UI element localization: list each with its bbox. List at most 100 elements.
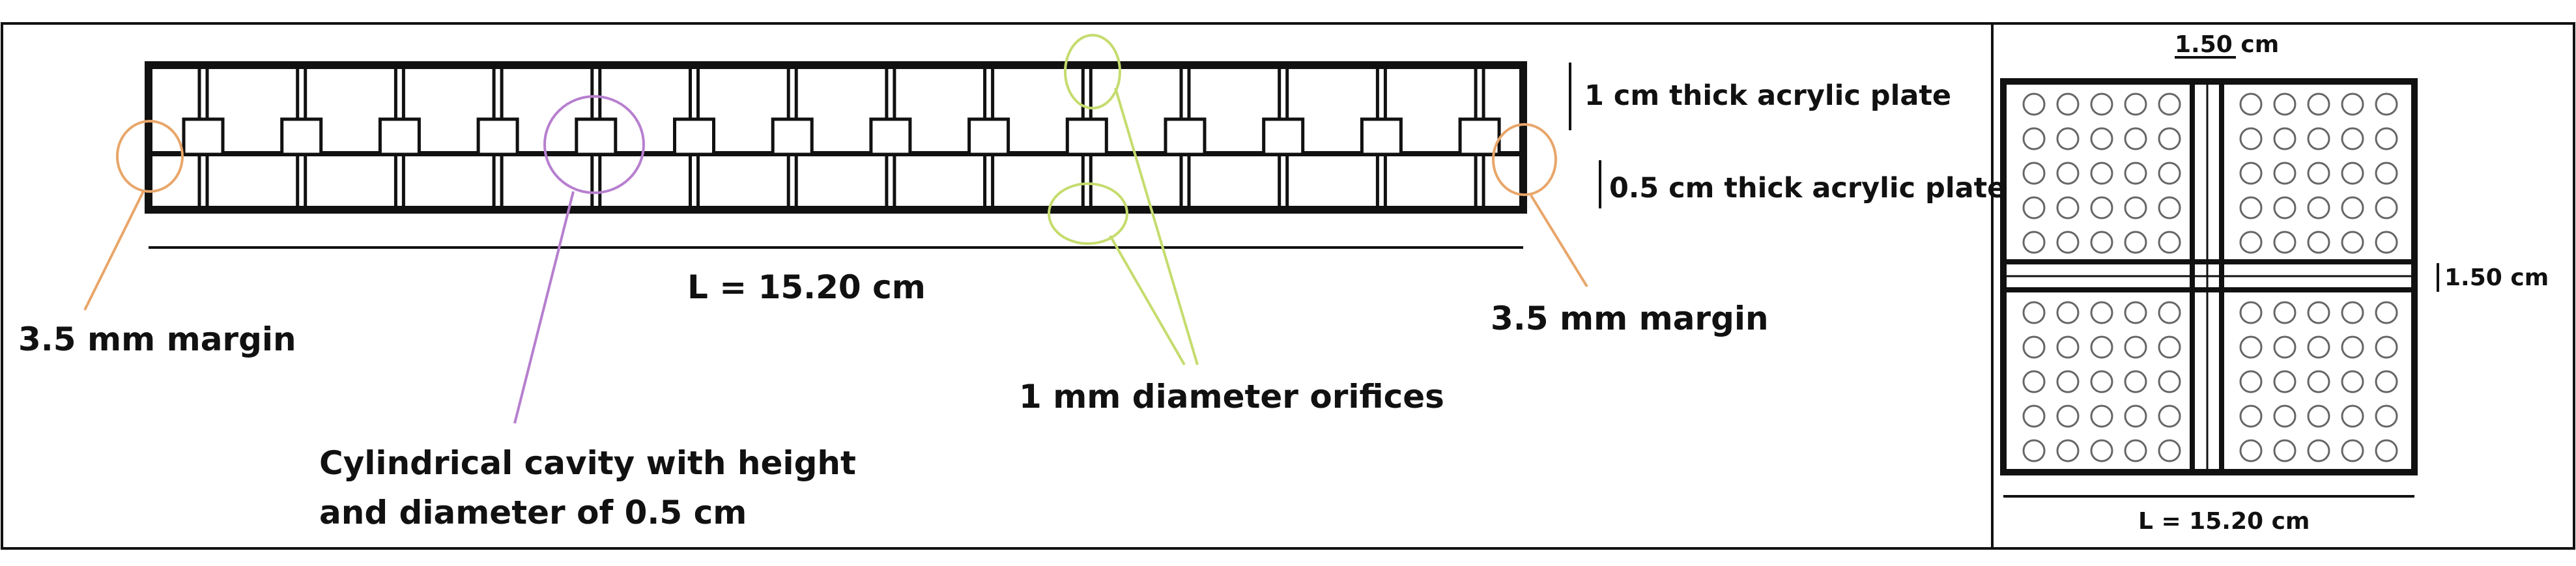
orifice-hole	[2375, 231, 2398, 254]
orifice-hole	[2056, 231, 2080, 254]
orifice-top-callout-circle	[1064, 34, 1121, 109]
cavity-array	[182, 65, 1501, 210]
orifice-hole	[2375, 301, 2398, 324]
margin-right-leader	[1530, 194, 1588, 288]
margin-left-leader	[83, 191, 145, 311]
orifice-hole	[2239, 92, 2263, 116]
orifice-hole	[2158, 439, 2181, 462]
side-view	[145, 61, 1527, 214]
orifice-hole	[2273, 92, 2297, 116]
orifice-hole	[2341, 439, 2364, 462]
orifice-hole	[2158, 301, 2181, 324]
orifice-hole	[2022, 404, 2046, 428]
orifice-hole	[2307, 92, 2330, 116]
orifice-hole	[2090, 301, 2113, 324]
orifice-hole	[2090, 370, 2113, 393]
orifice-hole	[2124, 127, 2147, 150]
orifice-hole	[2273, 162, 2297, 185]
orifice-hole	[2273, 335, 2297, 359]
orifice-hole	[2158, 404, 2181, 428]
orifice-top-leader	[1114, 87, 1199, 365]
cylindrical-cavity	[869, 117, 912, 156]
orifice-hole	[2375, 439, 2398, 462]
orifice-hole	[2239, 335, 2263, 359]
orifice-hole	[2341, 301, 2364, 324]
orifice-hole	[2056, 162, 2080, 185]
orifice-hole	[2022, 301, 2046, 324]
orifice-hole	[2022, 162, 2046, 185]
orifice-grid	[2022, 92, 2398, 462]
cylindrical-cavity	[967, 117, 1010, 156]
orifice-hole	[2124, 439, 2147, 462]
cylindrical-cavity	[476, 117, 519, 156]
cylindrical-cavity	[1164, 117, 1207, 156]
orifice-hole	[2375, 404, 2398, 428]
orifice-hole	[2124, 301, 2147, 324]
orifice-hole	[2158, 127, 2181, 150]
orifice-hole	[2090, 335, 2113, 359]
cylindrical-cavity	[771, 117, 814, 156]
orifice-hole	[2307, 335, 2330, 359]
orifice-hole	[2375, 162, 2398, 185]
orifice-hole	[2158, 162, 2181, 185]
orifice-hole	[2124, 370, 2147, 393]
orifice-hole	[2273, 404, 2297, 428]
orifice-hole	[2239, 231, 2263, 254]
orifice-hole	[2124, 196, 2147, 219]
orifice-hole	[2307, 231, 2330, 254]
orifice-hole	[2375, 335, 2398, 359]
orifice-hole	[2239, 370, 2263, 393]
orifice-hole	[2375, 92, 2398, 116]
orifice-hole	[2239, 404, 2263, 428]
orifice-hole	[2124, 404, 2147, 428]
cylindrical-cavity	[575, 117, 618, 156]
orifice-hole	[2273, 231, 2297, 254]
orifice-hole	[2239, 301, 2263, 324]
orifice-hole	[2056, 127, 2080, 150]
orifice-hole	[2056, 196, 2080, 219]
orifice-bottom-callout-circle	[1048, 182, 1128, 245]
orifice-hole	[2239, 162, 2263, 185]
cylindrical-cavity	[1360, 117, 1403, 156]
orifice-hole	[2341, 335, 2364, 359]
orifice-hole	[2273, 127, 2297, 150]
plate-assembly-outline	[145, 61, 1527, 214]
orifice-hole	[2375, 196, 2398, 219]
orifice-hole	[2307, 301, 2330, 324]
orifice-hole	[2307, 196, 2330, 219]
orifice-hole	[2022, 92, 2046, 116]
margin-right-label: 3.5 mm margin	[1491, 300, 1769, 337]
orifice-hole	[2056, 92, 2080, 116]
cylindrical-cavity	[280, 117, 323, 156]
orifice-hole	[2022, 335, 2046, 359]
top-plate-label: 1 cm thick acrylic plate	[1584, 79, 1951, 112]
orifice-hole	[2022, 370, 2046, 393]
bottom-plate-label: 0.5 cm thick acrylic plate	[1609, 172, 2006, 205]
margin-left-callout-circle	[116, 120, 184, 193]
orifice-hole	[2341, 404, 2364, 428]
top-width-label: 1.50 cm	[2175, 31, 2279, 58]
orifice-hole	[2341, 370, 2364, 393]
orifice-hole	[2273, 439, 2297, 462]
margin-left-label: 3.5 mm margin	[18, 320, 296, 358]
cavity-label-line2: and diameter of 0.5 cm	[319, 494, 747, 531]
orifice-hole	[2239, 127, 2263, 150]
orifice-hole	[2375, 127, 2398, 150]
orifice-hole	[2090, 162, 2113, 185]
cylindrical-cavity	[1262, 117, 1305, 156]
orifice-hole	[2056, 439, 2080, 462]
cavity-leader	[513, 191, 575, 424]
orifice-hole	[2158, 196, 2181, 219]
top-view	[2000, 78, 2418, 475]
orifice-hole	[2022, 196, 2046, 219]
orifice-hole	[2090, 231, 2113, 254]
orifice-hole	[2056, 335, 2080, 359]
orifices-label: 1 mm diameter orifices	[1019, 378, 1444, 416]
orifice-hole	[2124, 335, 2147, 359]
orifice-hole	[2158, 335, 2181, 359]
orifice-hole	[2090, 439, 2113, 462]
orifice-hole	[2124, 162, 2147, 185]
orifice-hole	[2273, 370, 2297, 393]
orifice-hole	[2022, 231, 2046, 254]
